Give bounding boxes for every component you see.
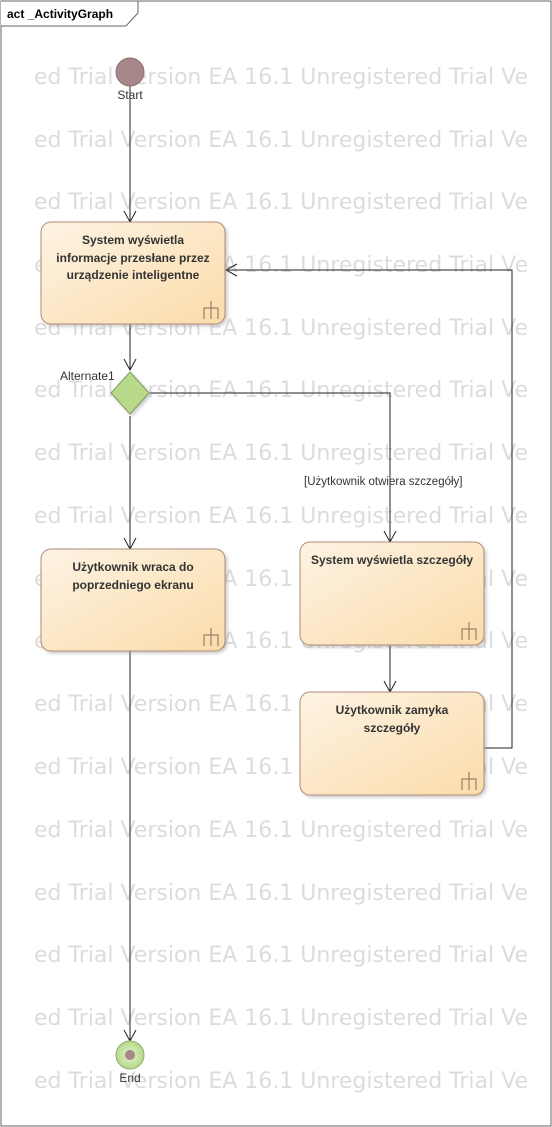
- watermark-text: ed Trial Version EA 16.1 Unregistered Tr…: [34, 881, 528, 906]
- rake-icon: [203, 628, 219, 646]
- watermark-text: ed Trial Version EA 16.1 Unregistered Tr…: [34, 1069, 528, 1094]
- action-node-display-details[interactable]: System wyświetla szczegóły: [299, 541, 485, 646]
- edges: [123, 86, 513, 1043]
- end-node[interactable]: End: [115, 1040, 145, 1085]
- action-box: [299, 541, 485, 646]
- rake-icon: [203, 301, 219, 319]
- action-line: informacje przesłane przez: [56, 251, 209, 265]
- watermark-text: ed Trial Version EA 16.1 Unregistered Tr…: [34, 65, 528, 90]
- action-line: Użytkownik wraca do: [72, 560, 193, 574]
- watermark-text: ed Trial Version EA 16.1 Unregistered Tr…: [34, 943, 528, 968]
- start-label: Start: [117, 88, 143, 102]
- watermark-text: ed Trial Version EA 16.1 Unregistered Tr…: [34, 1006, 528, 1031]
- decision-node[interactable]: Alternate1: [60, 369, 150, 415]
- guard-label: [Użytkownik otwiera szczegóły]: [304, 476, 463, 488]
- action-node-user-returns[interactable]: Użytkownik wraca do poprzedniego ekranu: [40, 548, 226, 652]
- decision-label: Alternate1: [60, 369, 115, 383]
- start-node[interactable]: Start: [115, 57, 145, 102]
- rake-icon: [461, 622, 477, 640]
- action-line: System wyświetla: [82, 233, 184, 247]
- action-box: [40, 548, 226, 652]
- edge-decision-to-action3[interactable]: [150, 392, 397, 544]
- action-node-user-closes-details[interactable]: Użytkownik zamyka szczegóły: [299, 691, 485, 796]
- watermark-text: ed Trial Version EA 16.1 Unregistered Tr…: [34, 504, 528, 529]
- action-box: [40, 221, 226, 325]
- decision-diamond-icon: [110, 371, 150, 415]
- final-node-inner-icon: [125, 1050, 135, 1060]
- watermark-text: ed Trial Version EA 16.1 Unregistered Tr…: [34, 441, 528, 466]
- action-box: [299, 691, 485, 796]
- frame-title-tab: [1, 0, 139, 27]
- end-label: End: [119, 1071, 140, 1085]
- rake-icon: [461, 772, 477, 790]
- frame-title: act _ActivityGraph: [7, 7, 113, 21]
- action-node-display-info[interactable]: System wyświetla informacje przesłane pr…: [40, 221, 226, 325]
- action-line: urządzenie inteligentne: [67, 268, 200, 282]
- action-line: System wyświetla szczegóły: [311, 553, 473, 567]
- watermark-text: ed Trial Version EA 16.1 Unregistered Tr…: [34, 128, 528, 153]
- action-line: poprzedniego ekranu: [72, 578, 193, 592]
- action-line: Użytkownik zamyka: [336, 703, 449, 717]
- watermark-text: ed Trial Version EA 16.1 Unregistered Tr…: [34, 190, 528, 215]
- initial-node-icon: [115, 57, 145, 87]
- action-line: szczegóły: [364, 721, 421, 735]
- watermark-text: ed Trial Version EA 16.1 Unregistered Tr…: [34, 818, 528, 843]
- edge-action4-to-action1[interactable]: [224, 263, 513, 749]
